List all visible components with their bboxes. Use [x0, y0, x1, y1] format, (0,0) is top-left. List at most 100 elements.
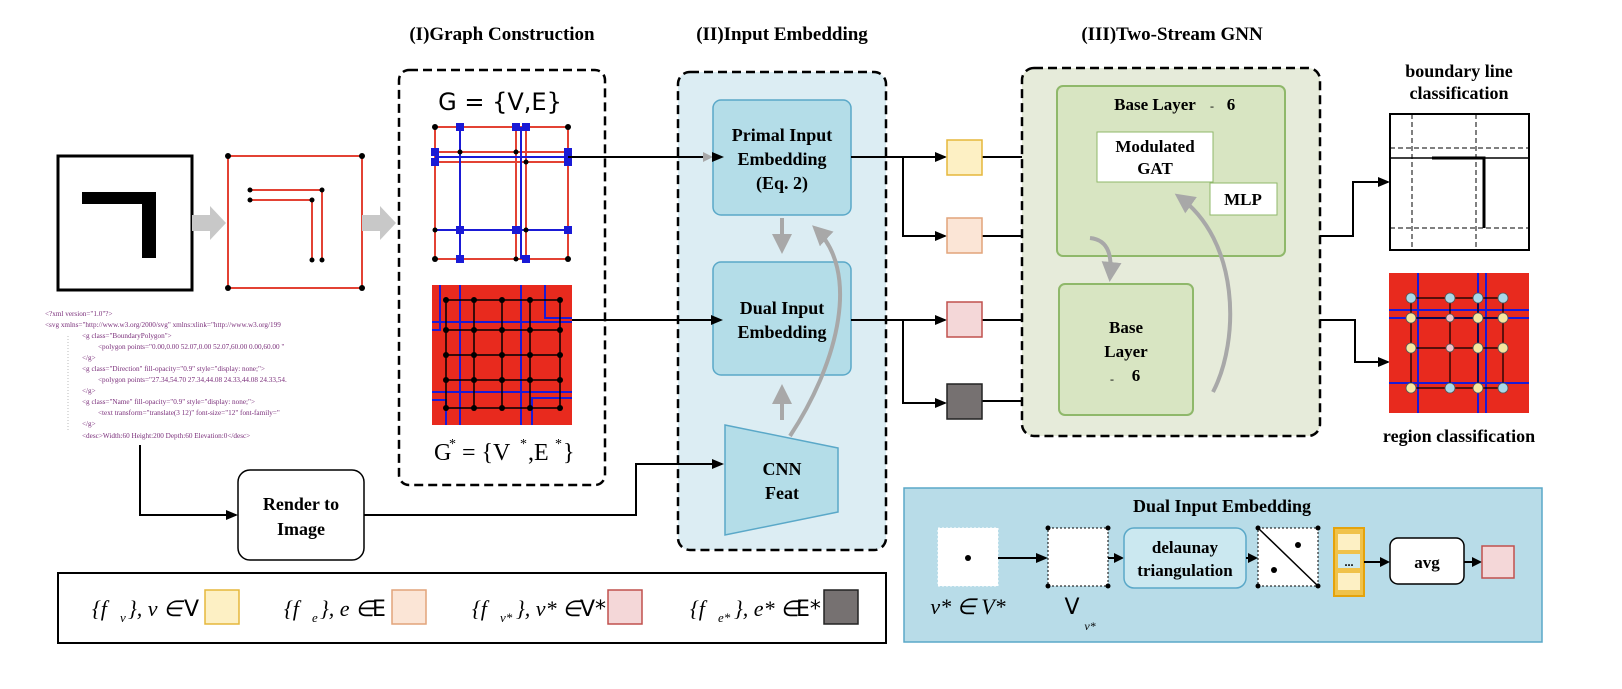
svg-text:{f: {f	[472, 596, 490, 621]
svg-text:Dual Input: Dual Input	[740, 298, 825, 318]
svg-text:v: v	[120, 610, 126, 625]
process-arrow-1	[192, 206, 226, 240]
embedding-internal-arrows	[772, 218, 843, 438]
region-classification-output: region classification	[1383, 273, 1535, 446]
svg-text:{f: {f	[690, 596, 708, 621]
code-line: <text transform="translate(3 12)" font-s…	[98, 409, 280, 417]
two-stream-gnn-title: (III)Two-Stream GNN	[1081, 24, 1263, 45]
svg-text:Embedding: Embedding	[737, 149, 826, 169]
code-line: <g class="Name" fill-opacity="0.9" style…	[82, 398, 255, 406]
svg-text:Base Layer: Base Layer	[1114, 95, 1196, 114]
svg-text:Image: Image	[277, 519, 325, 539]
modulated-gat: Modulated GAT	[1096, 131, 1214, 183]
svg-text:{f: {f	[284, 596, 302, 621]
legend-item-primal-node: {f v }, v ∈ V	[92, 589, 240, 625]
code-line: </g>	[82, 354, 96, 362]
svg-text:(Eq. 2): (Eq. 2)	[756, 173, 808, 194]
code-line: <desc>Width:60 Height:200 Depth:60 Eleva…	[82, 432, 250, 440]
code-line: <svg xmlns="http://www.w3.org/2000/svg" …	[45, 321, 281, 329]
mlp-block: MLP	[1209, 182, 1278, 216]
svg-text:v*: v*	[500, 610, 513, 625]
boundary-classification-output: boundary line classification	[1389, 61, 1530, 251]
svg-text:Primal Input: Primal Input	[732, 125, 833, 145]
svg-text:E*: E*	[796, 597, 821, 622]
svg-text:*: *	[555, 437, 562, 452]
base-layer-bottom: Base Layer ‐ 6	[1058, 283, 1194, 416]
svg-text:G: G	[434, 440, 451, 466]
svg-text:}: }	[563, 440, 575, 466]
code-line: </g>	[82, 387, 96, 395]
input-floorplan	[56, 154, 194, 292]
svg-text:}, v ∈: }, v ∈	[128, 596, 185, 621]
embedding-output-squares	[946, 139, 983, 420]
svg-text:e*: e*	[718, 610, 731, 625]
svg-text:V: V	[184, 597, 199, 622]
svg-text:6: 6	[1227, 95, 1236, 114]
svg-text:‐: ‐	[1110, 372, 1114, 386]
svg-text:Feat: Feat	[765, 483, 799, 503]
dual-input-embedding: Dual Input Embedding	[712, 261, 852, 376]
dual-graph-label: G * = {V * ,E * }	[434, 437, 575, 466]
svg-text:boundary line: boundary line	[1405, 61, 1513, 81]
code-line: <g class="BoundaryPolygon">	[82, 332, 172, 340]
boundary-polygon	[225, 153, 365, 291]
svg-text:Dual Input Embedding: Dual Input Embedding	[1133, 496, 1311, 516]
primal-graph	[431, 123, 572, 263]
svg-text:*: *	[520, 437, 527, 452]
process-arrow-2	[362, 206, 396, 240]
svg-text:Modulated: Modulated	[1115, 137, 1195, 156]
dual-node-feature-output	[1481, 545, 1515, 579]
code-line: </g>	[82, 420, 96, 428]
svg-text:Base: Base	[1109, 318, 1143, 337]
svg-text:*: *	[449, 437, 456, 452]
svg-text:}, e* ∈: }, e* ∈	[734, 596, 802, 621]
primal-graph-label: G = {V,E}	[438, 88, 562, 116]
graph-construction-title: (I)Graph Construction	[409, 24, 595, 45]
gnn-internal-arrows	[1089, 193, 1233, 393]
svg-text:E: E	[372, 597, 386, 622]
svg-text:v*: v*	[1084, 619, 1095, 633]
svg-text:...: ...	[1345, 555, 1354, 569]
cnn-feature-extractor: CNN Feat	[724, 424, 839, 536]
dual-node-label: v* ∈ V*	[930, 594, 1005, 619]
input-embedding-title: (II)Input Embedding	[696, 24, 868, 45]
svg-text:= {V: = {V	[462, 440, 511, 466]
primal-input-embedding: Primal Input Embedding (Eq. 2)	[712, 99, 852, 216]
svg-text:classification: classification	[1410, 83, 1509, 103]
svg-text:Render to: Render to	[263, 494, 339, 514]
svg-text:‐: ‐	[1210, 99, 1214, 113]
svg-text:MLP: MLP	[1224, 190, 1262, 209]
legend-item-dual-edge: {f e* }, e* ∈ E*	[690, 589, 859, 625]
svg-text:,E: ,E	[528, 440, 549, 466]
svg-text:}, v* ∈: }, v* ∈	[516, 596, 584, 621]
dual-graph	[432, 285, 572, 425]
feature-stack: ...	[1333, 527, 1365, 597]
svg-text:triangulation: triangulation	[1137, 561, 1233, 580]
svg-text:delaunay: delaunay	[1152, 538, 1219, 557]
svg-text:Embedding: Embedding	[737, 322, 826, 342]
legend-item-dual-node: {f v* }, v* ∈ V*	[472, 589, 643, 625]
svg-text:CNN: CNN	[763, 459, 802, 479]
svg-text:avg: avg	[1414, 553, 1440, 572]
svg-text:Layer: Layer	[1104, 342, 1148, 361]
svg-code-snippet: <?xml version="1.0"?> <svg xmlns="http:/…	[45, 310, 287, 440]
vertex-set-label: V	[1064, 595, 1079, 620]
code-line: <polygon points="27.34,54.70 27.34,44.08…	[98, 376, 287, 384]
render-to-image: Render to Image	[237, 469, 365, 561]
legend-item-primal-edge: {f e }, e ∈ E	[284, 589, 427, 625]
svg-text:GAT: GAT	[1137, 159, 1173, 178]
vertex-set-box	[1047, 527, 1109, 587]
svg-text:{f: {f	[92, 596, 110, 621]
code-line: <polygon points="0.00,0.00 52.07,0.00 52…	[98, 343, 284, 351]
svg-text:V*: V*	[580, 597, 606, 622]
legend: {f v }, v ∈ V {f e }, e ∈ E {f v* }, v* …	[57, 572, 887, 644]
svg-text:}, e ∈: }, e ∈	[320, 596, 377, 621]
dual-embedding-panel: Dual Input Embedding v* ∈ V* V v* delaun…	[903, 487, 1543, 643]
graph-construction-box	[397, 68, 607, 487]
svg-text:region classification: region classification	[1383, 426, 1535, 446]
code-line: <?xml version="1.0"?>	[45, 310, 113, 318]
svg-text:e: e	[312, 610, 318, 625]
svg-text:6: 6	[1132, 366, 1141, 385]
code-line: <g class="Direction" fill-opacity="0.9" …	[82, 365, 265, 373]
